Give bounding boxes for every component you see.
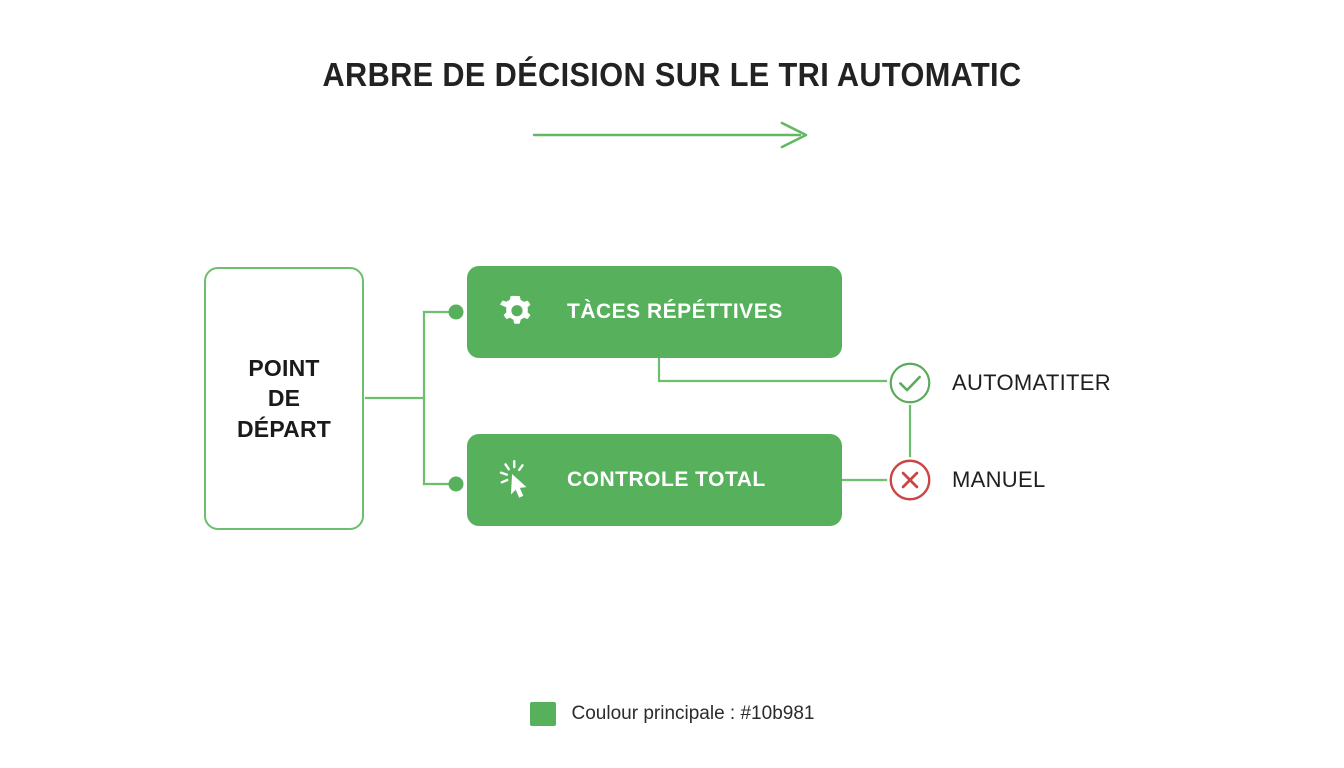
legend-color-swatch	[529, 702, 556, 726]
start-node-line-1: POINT	[248, 354, 320, 381]
gear-icon	[500, 295, 531, 324]
start-node-label: POINT DE DÉPART	[237, 353, 331, 445]
option-card-repetitive-tasks[interactable]: TÀCES RÉPÉTTIVES	[467, 266, 842, 358]
flow-direction-arrow	[532, 121, 808, 149]
cursor-click-icon	[499, 460, 527, 498]
option-card-repetitive-tasks-label: TÀCES RÉPÉTTIVES	[567, 300, 783, 323]
check-circle-icon	[889, 362, 931, 404]
outcome-manual[interactable]: MANUEL	[888, 458, 1046, 502]
page-title: ARBRE DE DÉCISION SUR LE TRI AUTOMATIC	[322, 56, 1022, 93]
outcome-automate-label: AUTOMATITER	[952, 370, 1111, 395]
start-node-line-3: DÉPART	[236, 415, 332, 442]
option-card-total-control-label: CONTROLE TOTAL	[567, 468, 766, 491]
option-card-total-control[interactable]: CONTROLE TOTAL	[467, 434, 842, 526]
outcome-automate[interactable]: AUTOMATITER	[888, 361, 1111, 405]
connector-repetitive-to-automate	[657, 356, 888, 383]
legend: Coulour principale : #10b981	[0, 702, 1344, 726]
start-node-line-2: DE	[267, 385, 301, 412]
branch-dot-control	[448, 476, 464, 492]
legend-label: Coulour principale : #10b981	[571, 703, 815, 724]
outcome-manual-label: MANUEL	[952, 467, 1046, 492]
start-node[interactable]: POINT DE DÉPART	[204, 267, 364, 530]
x-circle-icon	[889, 459, 931, 501]
branch-dot-repetitive	[448, 304, 464, 320]
